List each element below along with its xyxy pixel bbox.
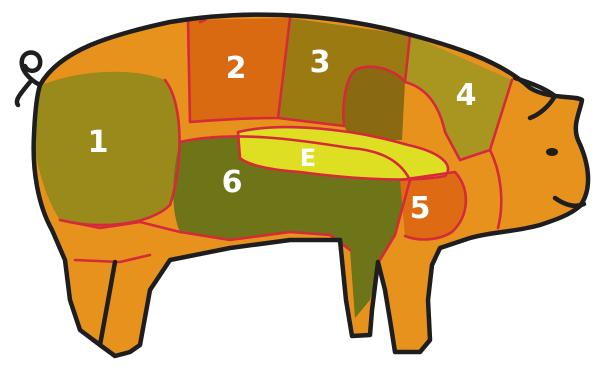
cut-label-3: 3 [310, 45, 331, 80]
eye [546, 148, 558, 156]
cut-label-1: 1 [88, 125, 109, 160]
cut-label-6: 6 [222, 165, 243, 200]
cut-label-5: 5 [410, 191, 431, 226]
cut-label-4: 4 [456, 78, 477, 113]
cut-label-2: 2 [226, 51, 247, 86]
cut-label-e: E [300, 144, 316, 172]
cut-region-3b [343, 67, 405, 140]
